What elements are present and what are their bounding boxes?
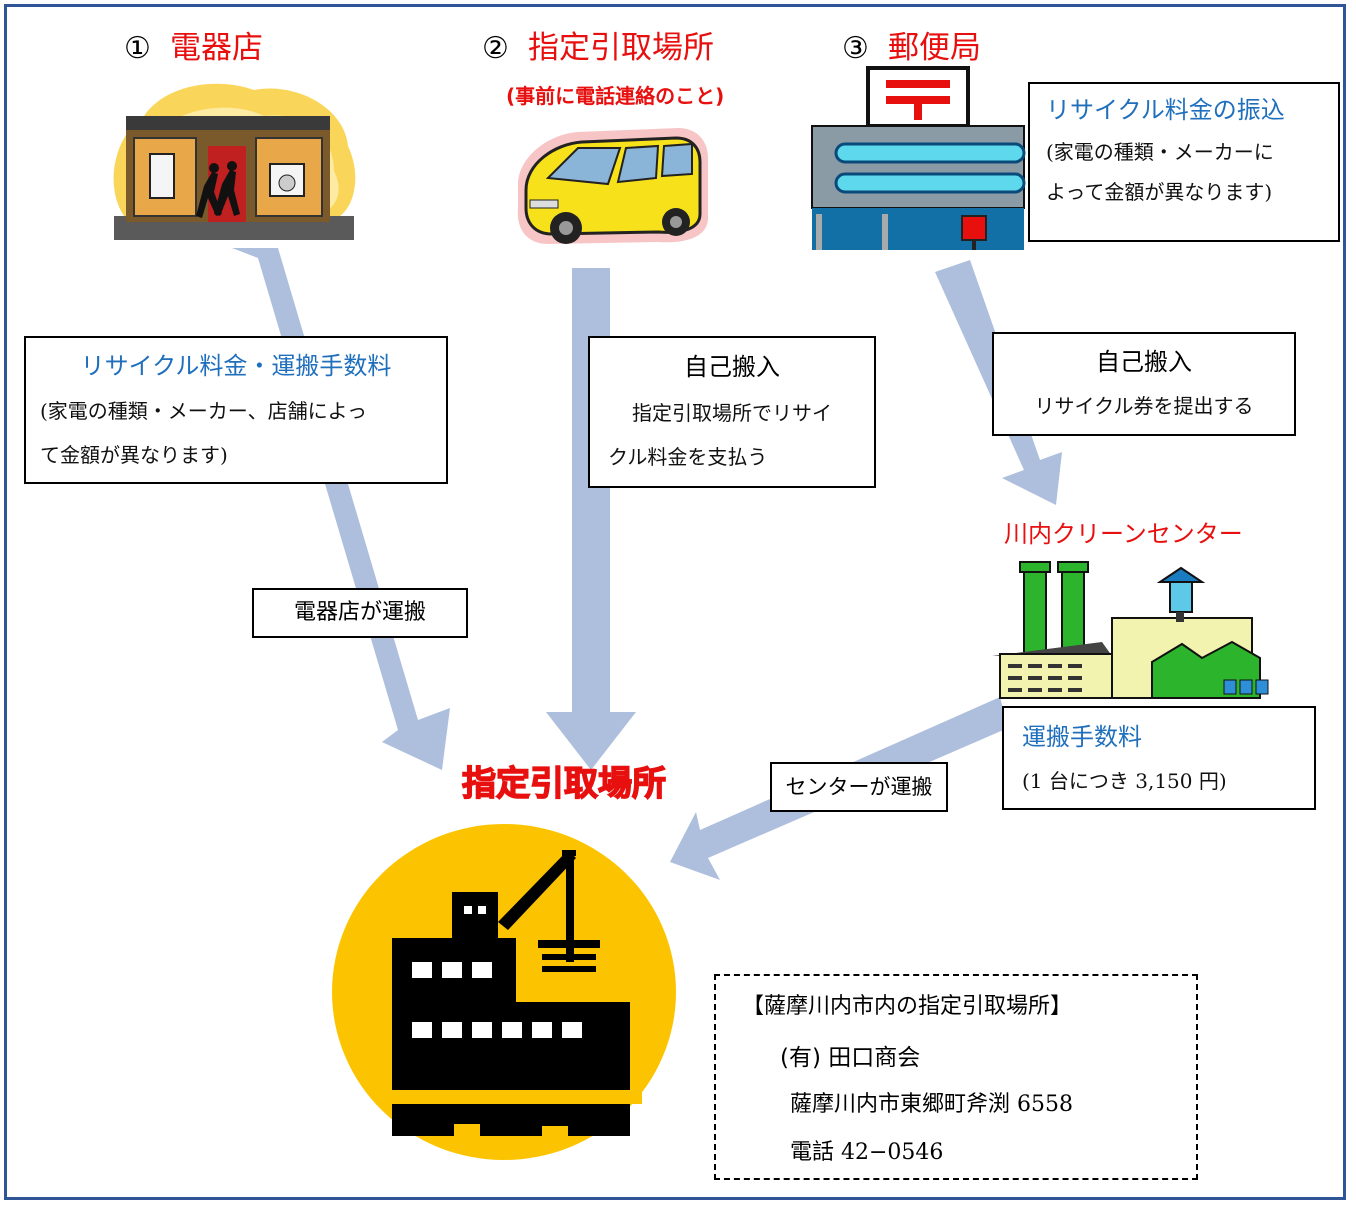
fee-box-line1: (1 台につき 3,150 円) xyxy=(1022,769,1227,793)
col1-header: ① 電器店 xyxy=(124,22,263,67)
info-address: 薩摩川内市東郷町斧渕 6558 xyxy=(790,1092,1073,1117)
self-delivery-ticket-box: 自己搬入 リサイクル券を提出する xyxy=(992,332,1296,436)
arrow-self-to-dest xyxy=(546,268,636,770)
self1-box-line2: クル料金を支払う xyxy=(608,445,768,469)
col3-header: ③ 郵便局 xyxy=(842,22,981,67)
center-carry-label: センターが運搬 xyxy=(770,762,948,812)
col3-title: 郵便局 xyxy=(888,30,981,66)
col2-header: ② 指定引取場所 xyxy=(482,22,714,67)
col1-number: ① xyxy=(124,31,151,66)
col1-title: 電器店 xyxy=(170,30,263,66)
transport-fee-box: 運搬手数料 (1 台につき 3,150 円) xyxy=(1002,706,1316,810)
designated-site-info-box: 【薩摩川内市内の指定引取場所】 (有) 田口商会 薩摩川内市東郷町斧渕 6558… xyxy=(714,974,1198,1180)
page-frame xyxy=(4,4,1346,1200)
col2-note: (事前に電話連絡のこと) xyxy=(506,84,725,108)
self-delivery-box: 自己搬入 指定引取場所でリサイ クル料金を支払う xyxy=(588,336,876,488)
post-office-icon xyxy=(811,66,1026,250)
postal-box-line1: (家電の種類・メーカーに xyxy=(1046,140,1274,164)
fee-box-title: 運搬手数料 xyxy=(1022,723,1142,751)
info-phone: 電話 42−0546 xyxy=(790,1140,944,1165)
self2-box-title: 自己搬入 xyxy=(1096,348,1192,376)
destination-title: 指定引取場所 xyxy=(461,763,667,805)
col2-number: ② xyxy=(482,31,509,66)
store-carry-label: 電器店が運搬 xyxy=(252,588,468,638)
store-fee-box: リサイクル料金・運搬手数料 (家電の種類・メーカー、店舗によっ て金額が異なりま… xyxy=(24,336,448,484)
col2-title: 指定引取場所 xyxy=(528,30,714,66)
store-box-line1: (家電の種類・メーカー、店舗によっ xyxy=(40,399,368,423)
appliance-store-icon xyxy=(113,83,356,240)
factory-icon xyxy=(992,561,1269,699)
postal-transfer-box: リサイクル料金の振込 (家電の種類・メーカーに よって金額が異なります) xyxy=(1028,82,1340,242)
self1-box-title: 自己搬入 xyxy=(684,353,780,381)
store-box-title: リサイクル料金・運搬手数料 xyxy=(80,352,392,380)
van-icon xyxy=(517,128,708,244)
self2-box-line1: リサイクル券を提出する xyxy=(1034,394,1254,418)
col3-number: ③ xyxy=(842,31,869,66)
self1-box-line1: 指定引取場所でリサイ xyxy=(632,401,832,425)
postal-box-line2: よって金額が異なります) xyxy=(1046,180,1273,204)
store-box-line2: て金額が異なります) xyxy=(40,443,228,467)
designated-site-icon xyxy=(332,824,676,1160)
info-company: (有) 田口商会 xyxy=(780,1045,921,1071)
clean-center-label: 川内クリーンセンター xyxy=(1004,520,1243,548)
arrow-store-to-dest xyxy=(232,248,450,770)
info-heading: 【薩摩川内市内の指定引取場所】 xyxy=(742,994,1073,1019)
postal-box-title: リサイクル料金の振込 xyxy=(1046,96,1285,124)
